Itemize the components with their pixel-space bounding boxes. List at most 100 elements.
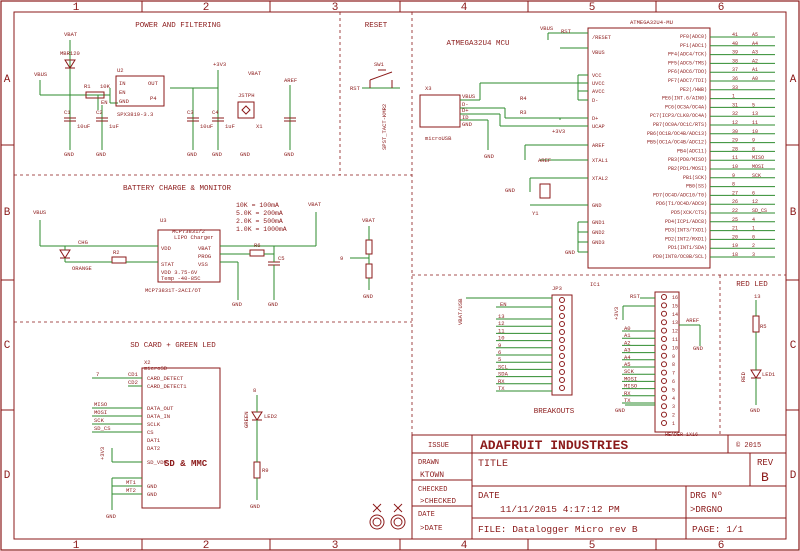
sd-pin: GND <box>147 483 158 490</box>
breakouts-title: BREAKOUTS <box>534 408 575 416</box>
usb-pin: ID <box>462 114 469 121</box>
tb-date: 11/11/2015 4:17:12 PM <box>500 504 620 515</box>
jp3-pin <box>559 305 565 311</box>
mcu-gnd3: GND <box>565 249 576 256</box>
col-label: 6 <box>718 540 725 551</box>
d1-ref: MBR120 <box>60 50 80 57</box>
usb-label: microUSB <box>425 135 452 142</box>
usb-pin: VBUS <box>462 93 476 100</box>
u2-pin-gnd: GND <box>119 98 130 105</box>
reset-title: RESET <box>365 22 388 30</box>
jp3-pin-label: 5 <box>498 356 501 363</box>
mcu-net-label: 9 <box>752 138 755 144</box>
jp3-pin-label: RX <box>498 378 505 385</box>
mcu-pin-number: 10 <box>732 164 738 170</box>
section-dividers <box>14 12 786 435</box>
gnd-label: GND <box>240 151 251 158</box>
ic1-pin-number: 5 <box>672 387 675 393</box>
mcu-pin-number: 1 <box>732 94 735 100</box>
col-label: 3 <box>332 2 339 14</box>
sd-net: MISO <box>94 401 108 408</box>
ic1-pin-label: A4 <box>624 354 631 361</box>
sd-net8: 8 <box>253 387 256 394</box>
charger-spec1: VDD 3.75-6V <box>161 269 198 276</box>
mcu-left-pin: UVCC <box>592 81 605 87</box>
ic1-pin <box>661 411 667 418</box>
mcu-gnd: GND <box>484 153 495 160</box>
jp3-pin-label: SCL <box>498 363 508 370</box>
mcu-right-pin: PF1(ADC1) <box>680 43 707 49</box>
ic1-pin-label: A3 <box>624 347 631 354</box>
mounting-holes <box>369 503 406 530</box>
sd-net: SCK <box>94 417 105 424</box>
jp3-pin <box>559 297 565 303</box>
bo-gnd: GND <box>693 345 704 352</box>
reset-rst: RST <box>350 85 361 92</box>
tb-checked: CHECKED <box>418 486 447 494</box>
charger-prog: PROG <box>198 253 211 260</box>
tb-title-label: TITLE <box>478 459 508 470</box>
mcu-title: ATMEGA32U4 MCU <box>446 40 509 48</box>
mcu-pin-number: 38 <box>732 58 738 64</box>
sd-net: MOSI <box>94 409 107 416</box>
u2-pin-in: IN <box>119 80 126 87</box>
red-led-section: R5 LED1 RED 13 GND <box>740 293 776 414</box>
r2-ref: R2 <box>113 249 120 256</box>
row-label: B <box>4 207 11 219</box>
mcu-pin-number: 28 <box>732 146 738 152</box>
sd-net: SD_CS <box>94 425 111 432</box>
mcu-right-pin: PF0(ADC0) <box>680 34 707 40</box>
ic1-pin-label: A1 <box>624 332 631 339</box>
mcu-net-label: A2 <box>752 58 758 64</box>
mcu-net-label: 1 <box>752 226 755 232</box>
y1-ref: Y1 <box>532 210 539 217</box>
red-label: RED <box>740 371 747 382</box>
switch-part: SPST_TACT-KMR2 <box>381 104 388 150</box>
cap-val: 10uF <box>200 123 213 130</box>
col-label: 5 <box>589 2 596 14</box>
r6-ref: R6 <box>254 242 261 249</box>
sd-mmc-label: SD & MMC <box>164 459 208 469</box>
r4-ref: R4 <box>520 95 527 102</box>
cap-ref: C1 <box>64 109 71 116</box>
ic1-pin-number: 3 <box>672 404 675 410</box>
charger-vdd: VDD <box>161 245 172 252</box>
bo-rst: RST <box>630 293 641 300</box>
usb-pin: D- <box>462 101 469 108</box>
jstph-label: JSTPH <box>238 92 255 99</box>
mcu-left-pin: D- <box>592 98 598 104</box>
sd-pin: CS <box>147 429 154 436</box>
jp3-pin-label: SDA <box>498 371 509 378</box>
row-label: C <box>790 340 797 352</box>
r1-ref: R1 <box>84 83 91 90</box>
c5-ref: C5 <box>278 255 285 262</box>
mcu-right-pin: PF4(ADC4/TCK) <box>668 52 707 58</box>
mcu-right-pin: PB1(SCK) <box>683 175 707 181</box>
mcu-left-pin: GND <box>592 203 602 209</box>
ic1-pin-number: 4 <box>672 396 675 402</box>
tb-drawn-by: KTOWN <box>420 471 444 480</box>
mcu-net-label: MOSI <box>752 164 764 170</box>
sd-pin: DATA_IN <box>147 413 170 420</box>
ic1-pin <box>661 361 667 368</box>
chg-led: CHG <box>78 239 88 246</box>
jp3-pin-label: 12 <box>498 320 505 327</box>
ic1-pin <box>661 386 667 393</box>
gnd-label: GND <box>212 151 223 158</box>
tb-rev: B <box>761 470 769 485</box>
ic1-pin-label: MISO <box>624 383 638 390</box>
led1-ref: LED1 <box>762 371 776 378</box>
mcu-pin-number: 31 <box>732 102 738 108</box>
jp3-ref: JP3 <box>552 285 562 292</box>
tb-drawn: DRAWN <box>418 459 439 467</box>
col-label: 3 <box>332 540 339 551</box>
r9-ref: R9 <box>262 467 269 474</box>
mcu-net-label: 4 <box>752 217 755 223</box>
ic1-pin <box>661 294 667 300</box>
mcu-left-pin: UCAP <box>592 124 605 130</box>
cap-val: 1uF <box>225 123 235 130</box>
mcu-right-pin: PE2(/HWB) <box>680 87 707 93</box>
mcu-right-pin: PD4(ICP1/ADC8) <box>665 219 707 225</box>
ic1-pin-label: A2 <box>624 339 631 346</box>
